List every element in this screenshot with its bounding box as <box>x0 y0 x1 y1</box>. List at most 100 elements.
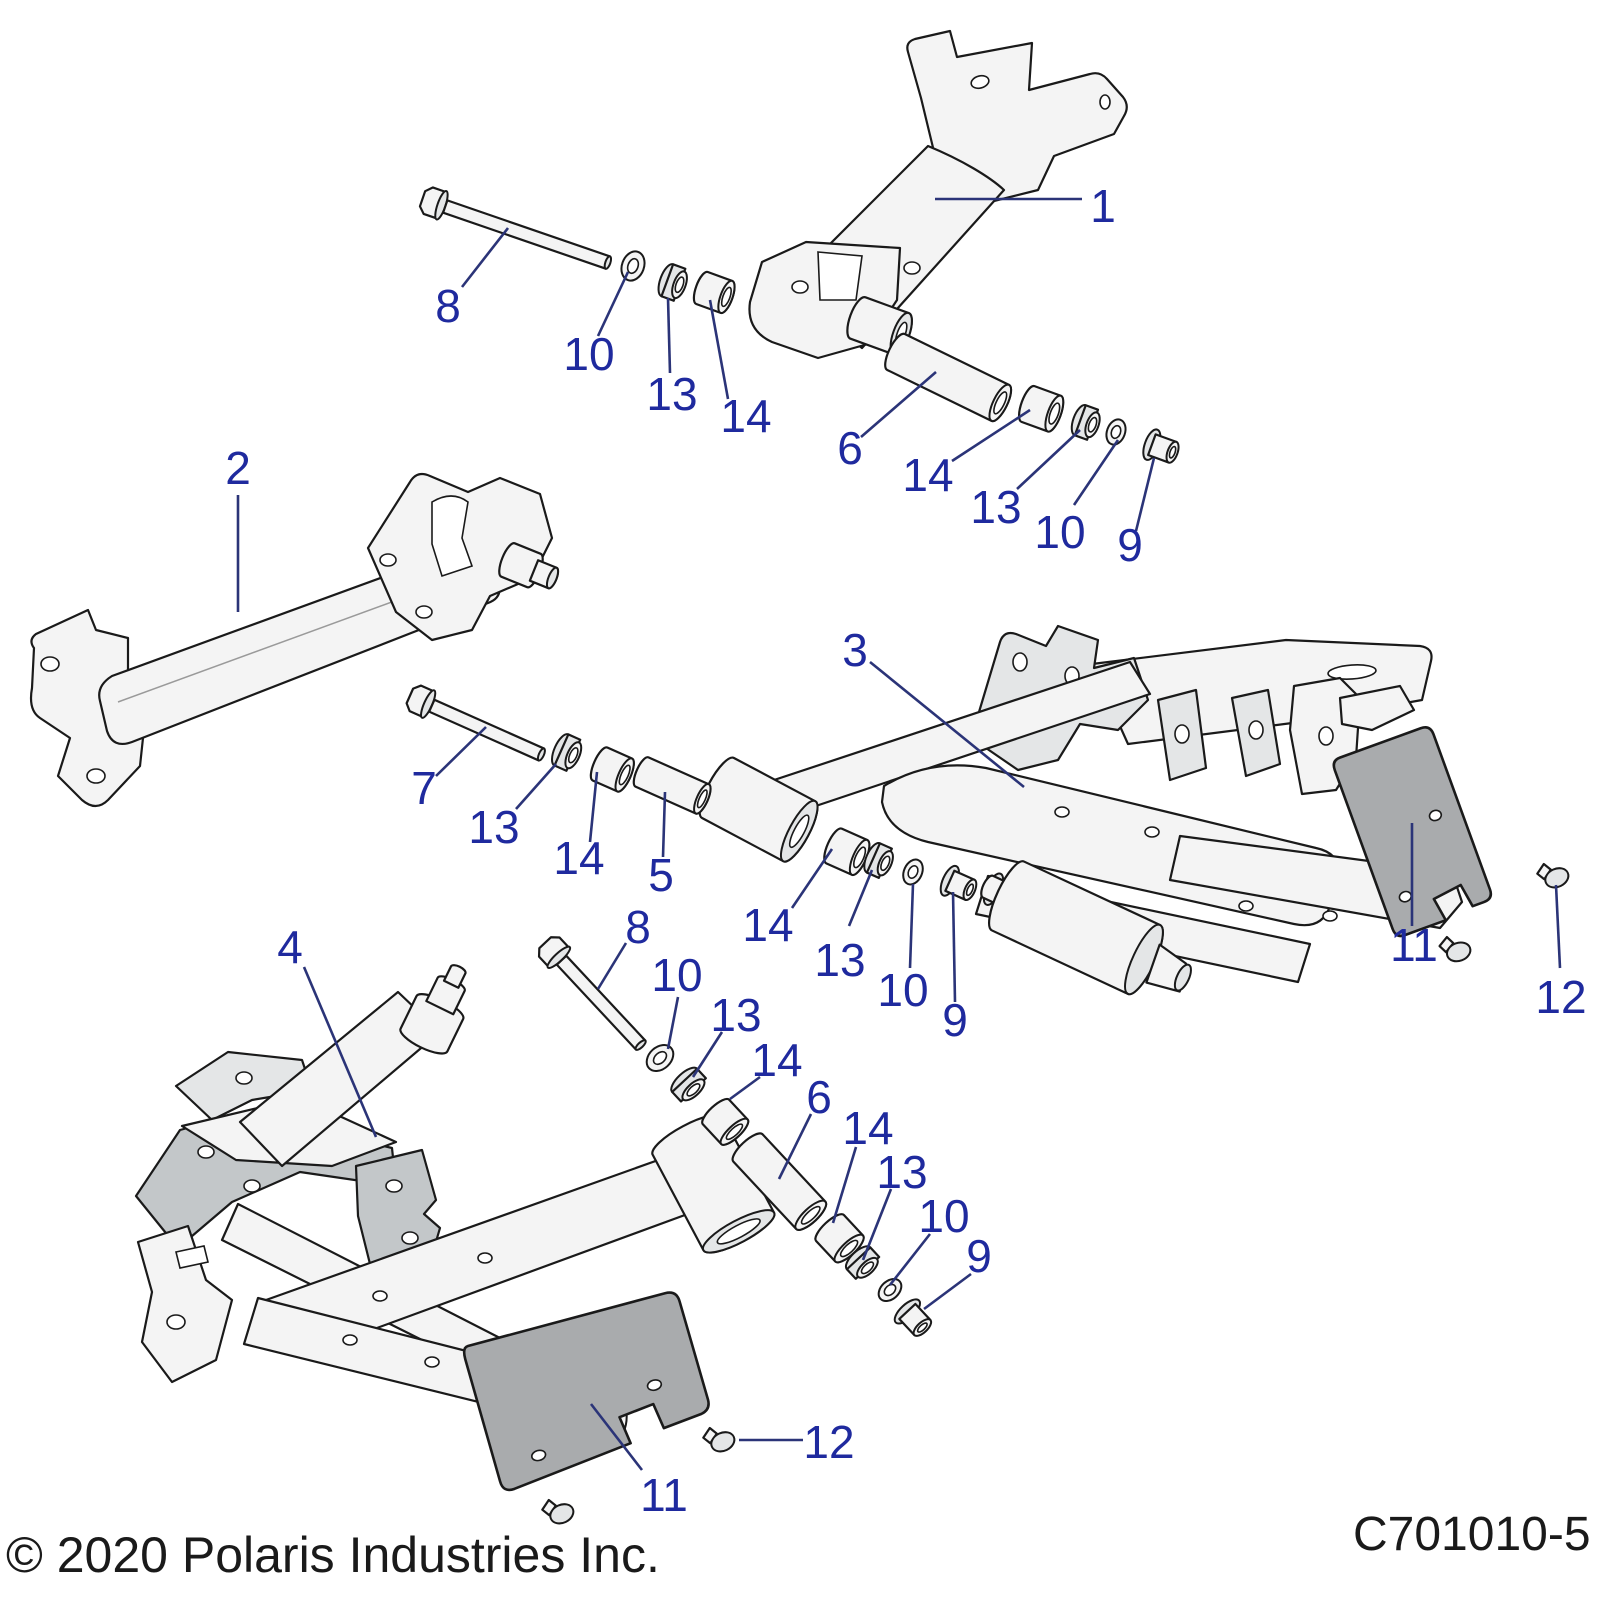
callout-14a: 14 <box>720 390 771 442</box>
callout-6a: 6 <box>837 422 863 474</box>
bushing-14-top-left <box>692 270 736 315</box>
leader-8b <box>596 942 628 990</box>
callout-10c: 10 <box>877 964 928 1016</box>
callout-8b: 8 <box>625 901 651 953</box>
callout-11a: 11 <box>1390 919 1438 971</box>
leader-9c <box>923 1272 972 1311</box>
rivet-12-bottom <box>702 1426 736 1453</box>
callout-3: 3 <box>842 624 868 676</box>
leader-3 <box>869 660 1025 789</box>
rivet-bottom-flap <box>541 1498 575 1525</box>
nut-9-top-right <box>1142 428 1180 464</box>
callout-10e: 10 <box>918 1190 969 1242</box>
leader-10b <box>1072 439 1120 506</box>
rivet-12-right <box>1536 862 1570 889</box>
bushing-13-bottom-1 <box>670 1066 707 1103</box>
part-2-upper-control-arm-left <box>29 472 560 808</box>
part-1-upper-control-arm-right <box>748 29 1128 360</box>
spacer-5 <box>632 756 712 815</box>
spacer-6-top <box>884 332 1013 423</box>
leader-13c <box>515 763 557 810</box>
callout-5: 5 <box>648 849 674 901</box>
leader-10c <box>908 883 915 969</box>
callout-8a: 8 <box>435 280 461 332</box>
callout-1: 1 <box>1090 180 1116 232</box>
leader-4 <box>302 966 378 1138</box>
bushing-13-bottom-2 <box>844 1245 881 1280</box>
bushing-14-bottom-2 <box>814 1213 865 1264</box>
leader-lines <box>236 197 1562 1471</box>
callout-9c: 9 <box>966 1230 992 1282</box>
callout-10d: 10 <box>651 949 702 1001</box>
callout-14e: 14 <box>751 1034 802 1086</box>
callout-13d: 13 <box>814 934 865 986</box>
callout-4: 4 <box>277 921 303 973</box>
diagram-code: C701010-5 <box>1353 1508 1591 1561</box>
callout-9b: 9 <box>942 994 968 1046</box>
leader-6a <box>860 371 937 438</box>
bushing-14-mid <box>589 746 635 793</box>
callout-14c: 14 <box>553 832 604 884</box>
bushing-13-mid <box>551 733 583 772</box>
callout-12b: 12 <box>803 1416 854 1468</box>
nut-9-bottom <box>893 1298 933 1337</box>
callout-7: 7 <box>411 762 437 814</box>
callout-10b: 10 <box>1034 506 1085 558</box>
leader-14a <box>708 299 730 400</box>
leader-5 <box>661 791 667 858</box>
leader-14b <box>951 408 1031 463</box>
leader-12a <box>1554 884 1562 969</box>
washer-10-bottom-1 <box>645 1043 675 1073</box>
leader-10a <box>596 271 630 337</box>
leader-9b <box>951 891 957 1003</box>
leader-6b <box>777 1113 813 1180</box>
leader-8a <box>460 227 510 288</box>
callout-13e: 13 <box>710 989 761 1041</box>
callout-labels: 1 8 10 13 14 6 14 13 10 9 2 3 7 13 14 5 … <box>225 180 1586 1521</box>
bushing-13-top-left <box>657 263 688 302</box>
leader-13e <box>691 1031 724 1078</box>
callout-14b: 14 <box>902 449 953 501</box>
callout-13b: 13 <box>970 481 1021 533</box>
mud-flap-bottom <box>462 1291 710 1492</box>
washer-10-bottom-2 <box>877 1277 903 1303</box>
bolt-8-top <box>418 186 613 270</box>
bushing-14-arm3 <box>823 827 871 877</box>
callout-2: 2 <box>225 442 251 494</box>
callout-13a: 13 <box>646 368 697 420</box>
callout-11b: 11 <box>640 1469 688 1521</box>
washer-10-arm3 <box>902 858 924 886</box>
leader-14e <box>729 1075 761 1101</box>
leader-14f <box>831 1146 858 1224</box>
copyright-text: © 2020 Polaris Industries Inc. <box>6 1527 660 1583</box>
spacer-6-bottom <box>731 1132 828 1231</box>
callout-10a: 10 <box>563 328 614 380</box>
rivet-right-flap <box>1438 935 1472 963</box>
leader-13d <box>847 869 874 927</box>
leader-10d <box>666 996 680 1050</box>
callout-12a: 12 <box>1535 971 1586 1023</box>
callout-13f: 13 <box>876 1146 927 1198</box>
leader-13b <box>1016 429 1081 490</box>
bolt-8-bottom <box>537 936 647 1051</box>
leader-7 <box>435 726 487 777</box>
leader-14c <box>588 771 599 843</box>
leader-10e <box>888 1233 932 1286</box>
callout-9a: 9 <box>1117 519 1143 571</box>
leader-14d <box>790 848 834 909</box>
callout-14d: 14 <box>742 899 793 951</box>
leader-13a <box>666 297 672 374</box>
washer-10-top-left <box>620 250 646 282</box>
part-3-lower-control-arm-right <box>698 624 1464 996</box>
nut-9-arm3 <box>939 864 978 902</box>
bushing-13-arm3 <box>863 842 894 879</box>
callout-6b: 6 <box>806 1071 832 1123</box>
leader-11b <box>589 1403 644 1471</box>
washer-10-top-right <box>1105 418 1127 446</box>
callout-13c: 13 <box>468 801 519 853</box>
leader-13f <box>861 1188 893 1261</box>
bushing-14-bottom-1 <box>701 1097 750 1146</box>
bolt-7 <box>405 684 546 762</box>
